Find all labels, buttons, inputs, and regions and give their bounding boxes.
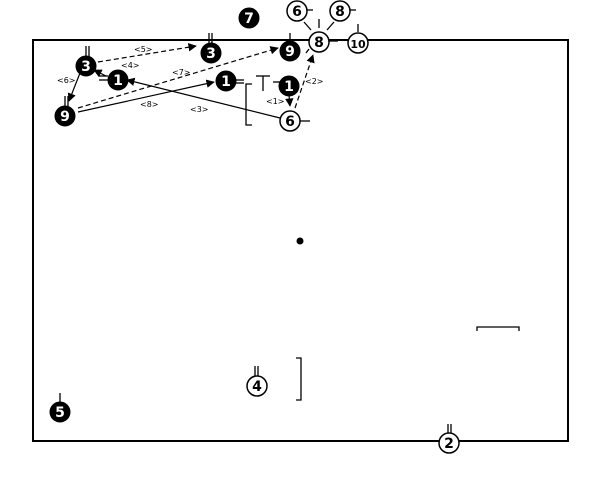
node-label: 6 <box>292 4 302 20</box>
diagram-frame <box>32 39 569 442</box>
node-label: 4 <box>252 379 262 395</box>
node-marker-m7-top: 7 <box>238 7 260 29</box>
node-label: 9 <box>60 109 70 125</box>
node-marker-m6-top: 6 <box>286 0 308 22</box>
node-marker-m4: 4 <box>246 375 268 397</box>
node-label: 1 <box>284 79 294 95</box>
node-marker-m8-mid: 8 <box>308 31 330 53</box>
node-circle <box>49 401 71 423</box>
node-circle <box>308 31 330 53</box>
node-circle <box>54 105 76 127</box>
edge-label-2: <2> <box>305 77 324 86</box>
edge-label-3: <3> <box>190 105 209 114</box>
node-label: 5 <box>55 405 65 421</box>
node-marker-m6-mid: 6 <box>279 110 301 132</box>
edge-label-8: <8> <box>140 100 159 109</box>
node-label: 7 <box>244 11 254 27</box>
node-circle <box>279 40 301 62</box>
node-circle <box>75 55 97 77</box>
node-label: 1 <box>113 73 123 89</box>
node-label: 8 <box>335 4 345 20</box>
edge-8 <box>77 79 215 113</box>
node-marker-m3-left: 3 <box>75 55 97 77</box>
node-circle <box>107 69 129 91</box>
node-circle <box>215 70 237 92</box>
node-marker-m9-top: 9 <box>279 40 301 62</box>
node-label: 10 <box>350 38 366 51</box>
edge-4 <box>93 69 107 78</box>
node-circle <box>200 42 222 64</box>
node-label: 8 <box>314 35 324 51</box>
node-marker-m9-left: 9 <box>54 105 76 127</box>
edge-label-4: <4> <box>121 61 140 70</box>
edge-5 <box>97 43 197 63</box>
node-circle <box>347 32 369 54</box>
edge-2 <box>294 54 315 109</box>
node-marker-m8-top: 8 <box>329 0 351 22</box>
edge-label-6: <6> <box>57 76 76 85</box>
node-marker-m5: 5 <box>49 401 71 423</box>
node-circle <box>278 75 300 97</box>
node-marker-m1-left: 1 <box>107 69 129 91</box>
edge-label-1: <1> <box>266 97 285 106</box>
node-marker-m1-right: 1 <box>278 75 300 97</box>
edge-labels: <1> <2> <3> <4> <5> <6> <7> <8> <box>57 45 324 114</box>
edge-1 <box>285 94 294 107</box>
node-circle <box>329 0 351 22</box>
decorations <box>59 9 520 434</box>
center-dot <box>296 237 304 245</box>
node-circle <box>246 375 268 397</box>
edge-label-5: <5> <box>134 45 153 54</box>
node-label: 3 <box>81 59 91 75</box>
node-label: 2 <box>444 436 454 452</box>
node-circle <box>286 0 308 22</box>
node-marker-m1-mid: 1 <box>215 70 237 92</box>
node-label: 9 <box>285 44 295 60</box>
node-marker-m2: 2 <box>438 432 460 454</box>
edge-label-7: <7> <box>172 68 191 77</box>
node-circle <box>279 110 301 132</box>
node-label: 6 <box>285 114 295 130</box>
edges <box>67 43 315 119</box>
node-marker-m10-top: 10 <box>347 32 369 54</box>
edge-3 <box>126 77 281 119</box>
node-label: 1 <box>221 74 231 90</box>
node-circle <box>238 7 260 29</box>
node-label: 3 <box>206 46 216 62</box>
edge-7 <box>77 46 279 109</box>
node-marker-m3-mid: 3 <box>200 42 222 64</box>
node-circle <box>438 432 460 454</box>
edge-6 <box>67 72 81 102</box>
